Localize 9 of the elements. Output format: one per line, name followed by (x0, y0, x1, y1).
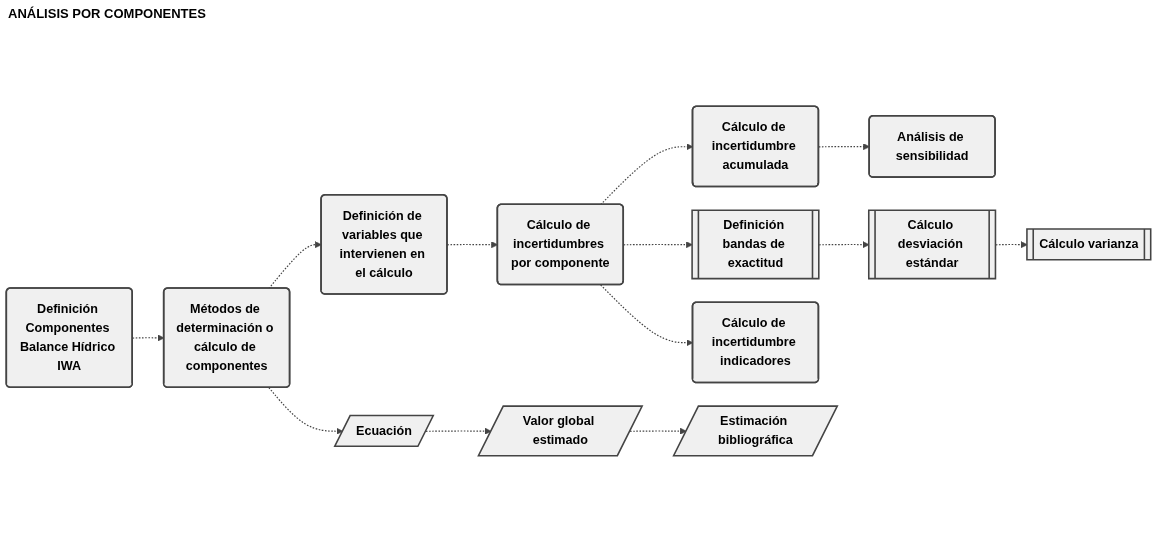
arrow (268, 240, 322, 289)
arrow (268, 386, 344, 435)
arrow (629, 427, 687, 435)
diagram-title: ANÁLISIS POR COMPONENTES (8, 6, 206, 21)
arrow (818, 240, 870, 248)
arrow (623, 240, 693, 248)
arrow (995, 240, 1028, 248)
arrow (425, 427, 492, 435)
arrow (818, 142, 870, 150)
